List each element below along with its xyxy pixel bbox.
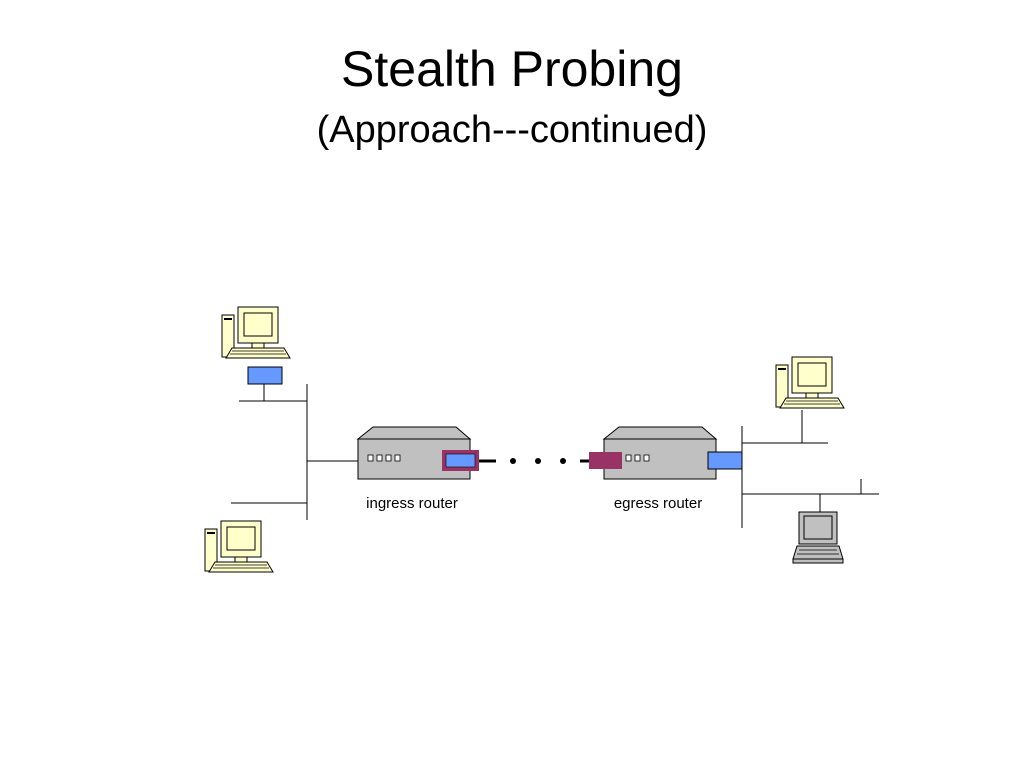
- right-network-lines: [741, 410, 879, 528]
- desktop-computer-icon: [221, 306, 291, 359]
- desktop-computer-icon: [775, 356, 845, 409]
- desktop-computer-icon: [204, 520, 274, 573]
- egress-nic-card: [707, 451, 743, 470]
- link-dot: [535, 458, 541, 464]
- link-dot: [560, 458, 566, 464]
- laptop-icon: [792, 511, 844, 564]
- egress-probe-port: [589, 452, 622, 469]
- link-dot: [510, 458, 516, 464]
- slide-title: Stealth Probing: [341, 41, 683, 97]
- egress-router-label: egress router: [614, 495, 702, 512]
- nic-card: [247, 366, 283, 385]
- router-link: [479, 458, 590, 464]
- left-network-lines: [231, 384, 358, 520]
- slide-subtitle: (Approach---continued): [316, 109, 708, 151]
- ingress-router-label: ingress router: [366, 495, 458, 512]
- egress-router-icon: [602, 426, 718, 480]
- ingress-probe-port: [442, 450, 479, 471]
